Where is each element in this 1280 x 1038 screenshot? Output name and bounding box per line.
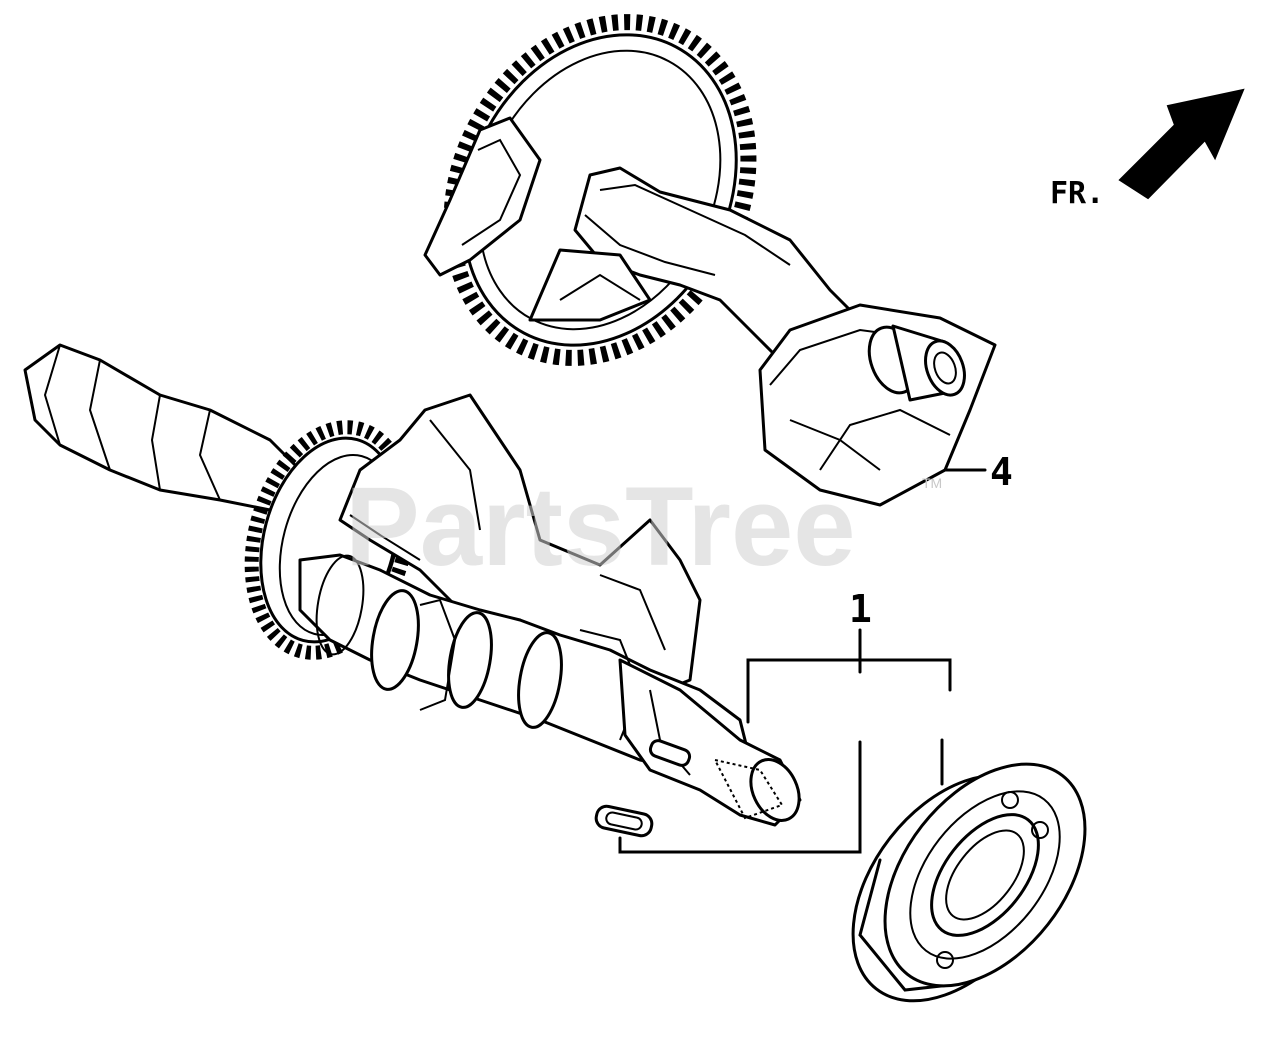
callout-1-bracket (618, 628, 952, 854)
crankshaft-key[interactable] (594, 804, 654, 838)
balancer-journal (867, 324, 966, 402)
ball-bearing[interactable] (812, 726, 1126, 1038)
callout-assembly-number[interactable]: 1 (849, 587, 872, 631)
crankshaft[interactable] (23, 343, 808, 828)
callout-balancer-number[interactable]: 4 (990, 450, 1013, 494)
direction-indicator: FR. (1050, 88, 1245, 211)
crankshaft-output-end (618, 658, 802, 827)
direction-label: FR. (1050, 176, 1104, 211)
watermark-trademark: TM (922, 475, 942, 491)
watermark: PartsTree TM (345, 464, 942, 589)
watermark-text: PartsTree (345, 464, 856, 589)
balancer-shaft[interactable] (394, 0, 997, 507)
arrow-up-right-icon (1118, 88, 1245, 200)
crankshaft-pto-end (23, 343, 302, 512)
